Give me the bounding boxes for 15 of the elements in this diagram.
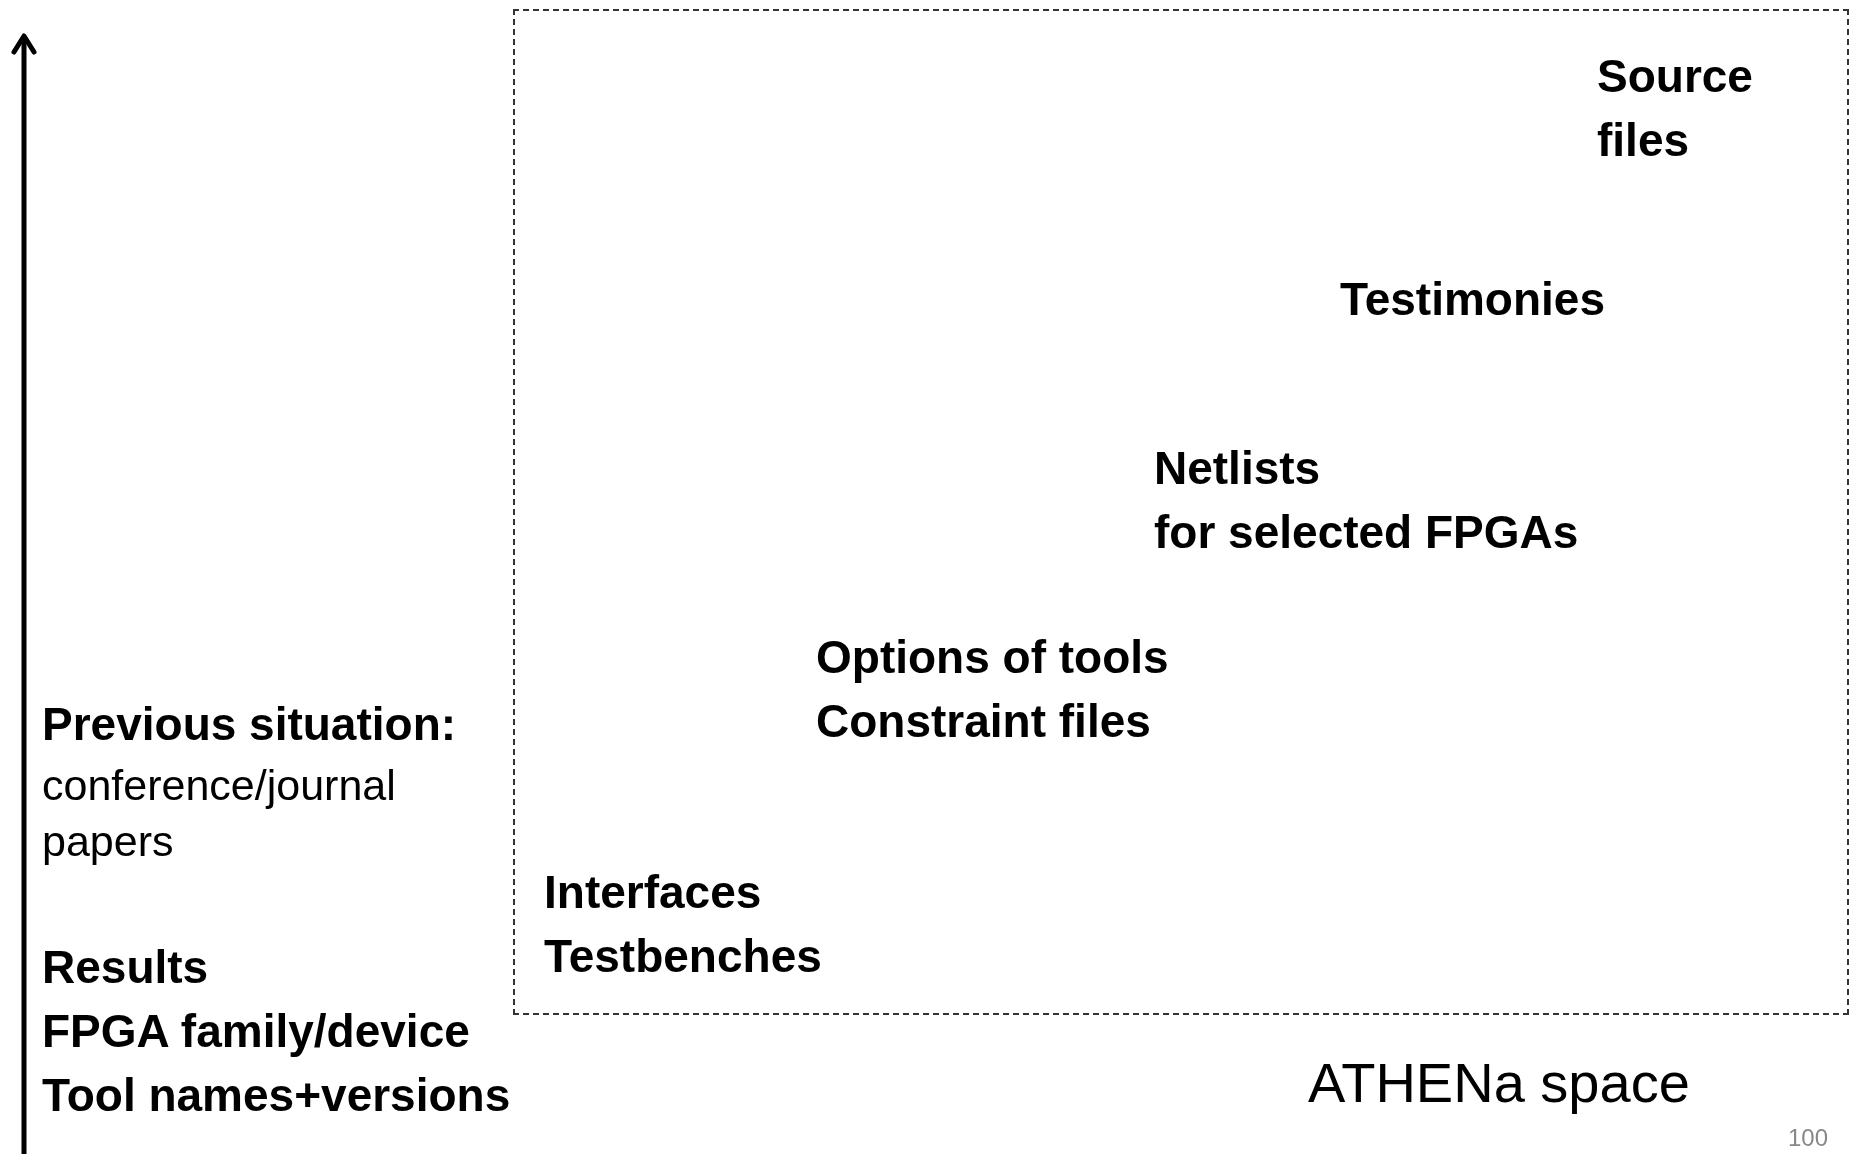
item-heading: Constraint files [816,694,1151,749]
section-heading: Previous situation: [42,697,457,752]
item-heading: Netlists [1154,441,1321,496]
item-heading: Testimonies [1340,272,1605,327]
page-number: 100 [1788,1124,1829,1152]
item-heading: for selected FPGAs [1154,505,1579,560]
item-heading: Testbenches [544,929,822,984]
region-caption: ATHENa space [1308,1051,1690,1115]
description-text: conference/journal papers [42,760,397,867]
section-heading: Tool names+versions [42,1068,511,1123]
item-heading: Options of tools [816,630,1169,685]
section-heading: FPGA family/device [42,1004,470,1059]
item-heading: Interfaces [544,865,762,920]
section-heading: Results [42,940,209,995]
item-heading: Source files [1597,49,1754,168]
